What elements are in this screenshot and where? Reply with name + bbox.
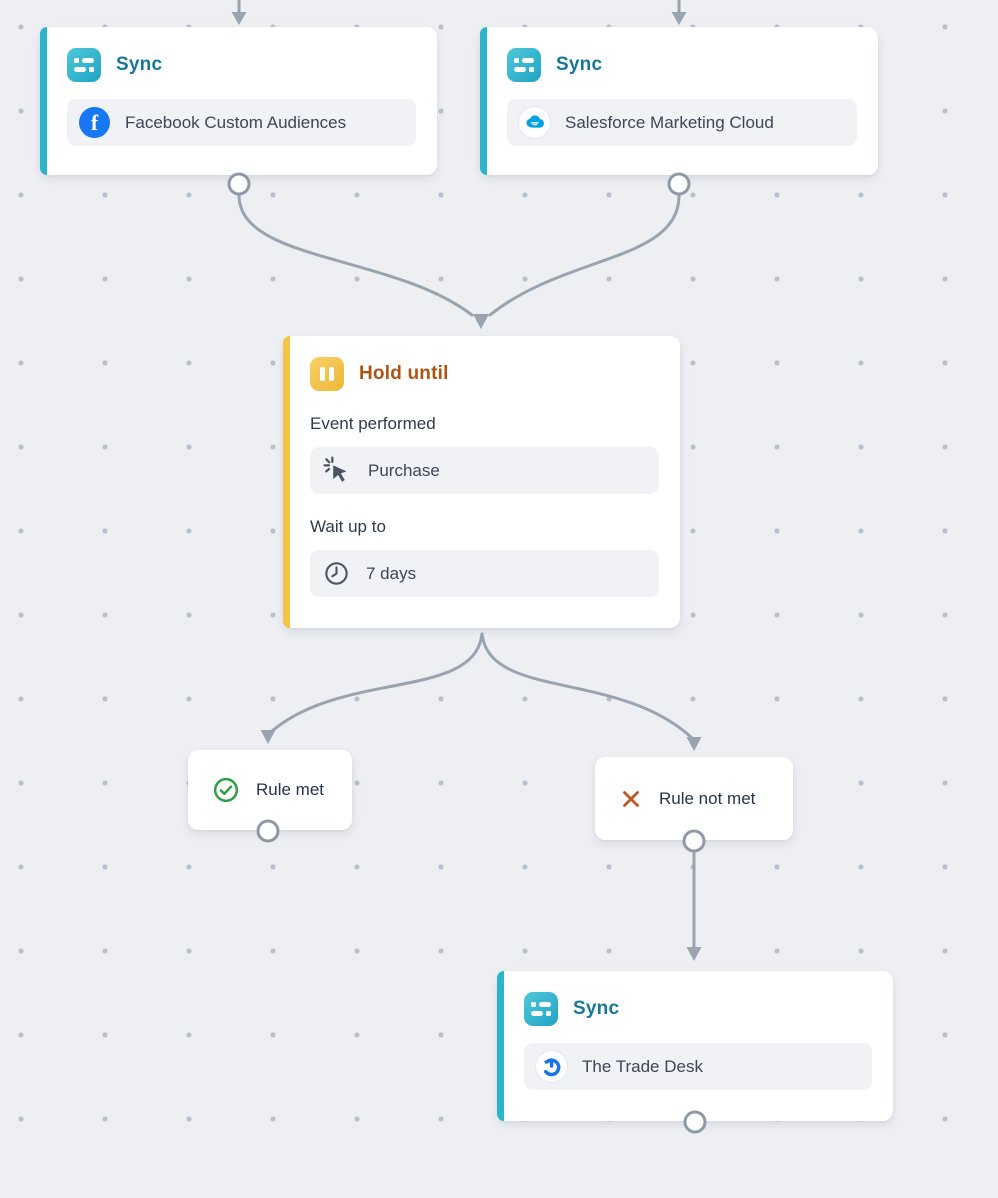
node-rule-met[interactable]: Rule met: [188, 750, 352, 830]
arrowhead: [231, 12, 247, 25]
rule-met-label: Rule met: [256, 780, 325, 799]
edge-hold-to-rule-not-met: [480, 632, 694, 740]
edge-facebook-to-hold: [237, 193, 474, 317]
node-title: Sync: [556, 54, 603, 75]
edge-salesforce-to-hold: [488, 193, 681, 317]
port-handle-sync-salesforce[interactable]: [667, 172, 691, 196]
arrowhead: [260, 730, 276, 744]
facebook-icon: f: [79, 107, 110, 138]
click-event-icon: [322, 455, 353, 486]
salesforce-icon: [519, 107, 550, 138]
accent-stripe: [283, 336, 290, 628]
arrowhead: [686, 947, 702, 961]
arrowhead: [671, 12, 687, 25]
wait-duration-field[interactable]: 7 days: [310, 550, 659, 597]
sync-icon: [67, 48, 101, 82]
node-sync-salesforce[interactable]: Sync Salesforce Marketing Clou: [480, 27, 878, 175]
clock-icon: [322, 559, 351, 588]
destination-label: Facebook Custom Audiences: [125, 112, 347, 132]
port-handle-sync-tradedesk[interactable]: [683, 1110, 707, 1134]
node-rule-not-met[interactable]: Rule not met: [595, 757, 793, 840]
node-title: Sync: [573, 998, 620, 1019]
sync-icon: [507, 48, 541, 82]
port-handle-rule-not-met[interactable]: [682, 829, 706, 853]
destination-salesforce-marketing-cloud[interactable]: Salesforce Marketing Cloud: [507, 99, 857, 146]
accent-stripe: [497, 971, 504, 1121]
port-handle-rule-met[interactable]: [256, 819, 280, 843]
destination-facebook-custom-audiences[interactable]: f Facebook Custom Audiences: [67, 99, 416, 146]
pause-icon: [310, 357, 344, 391]
tradedesk-icon: [536, 1051, 567, 1082]
node-sync-tradedesk[interactable]: Sync The Trade Desk: [497, 971, 893, 1121]
sync-icon: [524, 992, 558, 1026]
node-title: Hold until: [359, 363, 449, 384]
node-hold-until[interactable]: Hold until Event performed Purchase Wait…: [283, 336, 680, 628]
destination-the-trade-desk[interactable]: The Trade Desk: [524, 1043, 872, 1090]
event-performed-field[interactable]: Purchase: [310, 447, 659, 494]
check-circle-icon: [211, 775, 241, 805]
node-title: Sync: [116, 54, 163, 75]
wait-value: 7 days: [366, 563, 417, 583]
node-sync-facebook[interactable]: Sync f Facebook Custom Audiences: [40, 27, 437, 175]
rule-not-met-label: Rule not met: [659, 788, 756, 808]
arrowhead: [686, 737, 702, 751]
destination-label: Salesforce Marketing Cloud: [565, 112, 774, 132]
arrowhead: [473, 314, 489, 329]
destination-label: The Trade Desk: [582, 1056, 703, 1076]
event-value: Purchase: [368, 460, 440, 480]
port-handle-sync-facebook[interactable]: [227, 172, 251, 196]
edge-hold-to-rule-met: [270, 632, 484, 733]
wait-up-to-label: Wait up to: [310, 517, 386, 536]
accent-stripe: [480, 27, 487, 175]
event-performed-label: Event performed: [310, 414, 436, 433]
accent-stripe: [40, 27, 47, 175]
x-icon: [618, 786, 644, 812]
